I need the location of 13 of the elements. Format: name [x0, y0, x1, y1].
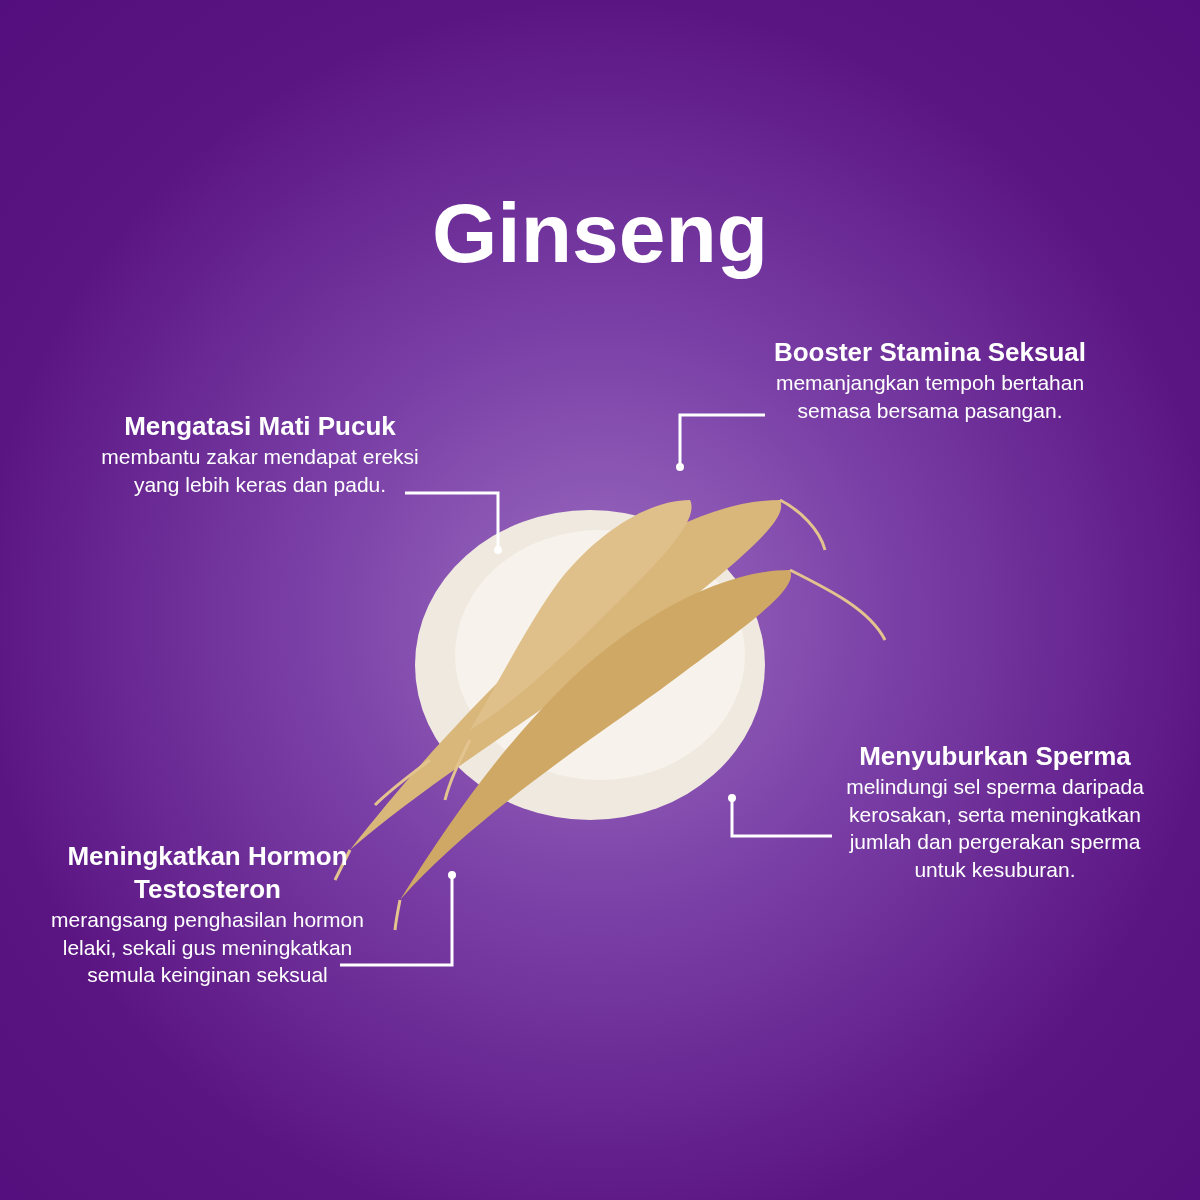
- leader-line: [676, 413, 765, 471]
- callout-heading: Menyuburkan Sperma: [858, 740, 1132, 773]
- callout-text: merangsang penghasilan hormon lelaki, sekali gus meningkatkan semula keinginan seksual: [50, 907, 365, 988]
- title: Ginseng: [430, 185, 769, 282]
- callout-heading: Booster Stamina Seksual: [772, 336, 1088, 369]
- leader-line: [405, 491, 502, 554]
- leader-line: [340, 871, 456, 967]
- leader-line: [728, 794, 832, 838]
- callout-heading: Meningkatkan Hormon Testosteron: [66, 840, 349, 906]
- callout-text: memanjangkan tempoh bertahan semasa bersama pasangan.: [774, 370, 1086, 424]
- callout-heading: Mengatasi Mati Pucuk: [123, 410, 397, 443]
- callout-text: membantu zakar mendapat ereksi yang lebih keras dan padu.: [100, 444, 420, 498]
- callout-text: melindungi sel sperma daripada kerosakan, serta meningkatkan jumlah dan pergerakan sperma untuk kesuburan.: [845, 774, 1145, 883]
